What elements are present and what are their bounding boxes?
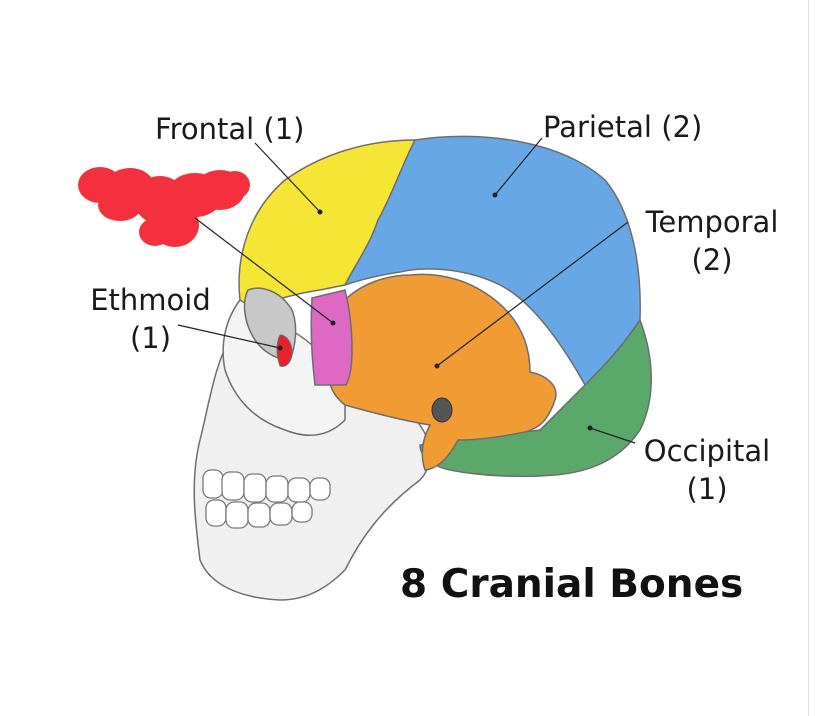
parietal-bone	[343, 135, 641, 387]
label-occipital: Occipital (1)	[632, 432, 782, 508]
teeth	[202, 469, 331, 529]
temporal-bone	[327, 273, 557, 471]
ethmoid-bone	[276, 334, 293, 367]
leader-lines	[177, 137, 636, 444]
occipital-bone	[419, 318, 652, 478]
label-temporal-line2: (2)	[691, 243, 733, 277]
ear-canal	[431, 397, 453, 423]
label-frontal: Frontal (1)	[155, 112, 305, 146]
frame-edge	[808, 0, 809, 716]
leader-dots	[277, 192, 593, 431]
label-occipital-line1: Occipital	[643, 434, 771, 468]
redaction-scribble	[78, 167, 250, 247]
label-ethmoid: Ethmoid (1)	[78, 281, 223, 357]
sphenoid-bone	[310, 289, 353, 386]
label-parietal: Parietal (2)	[543, 110, 703, 144]
label-ethmoid-line1: Ethmoid	[90, 283, 211, 317]
label-ethmoid-line2: (1)	[129, 321, 172, 355]
diagram-title: 8 Cranial Bones	[400, 562, 744, 607]
label-temporal-line1: Temporal	[645, 205, 779, 239]
label-occipital-line2: (1)	[686, 472, 728, 506]
label-temporal: Temporal (2)	[632, 203, 792, 279]
